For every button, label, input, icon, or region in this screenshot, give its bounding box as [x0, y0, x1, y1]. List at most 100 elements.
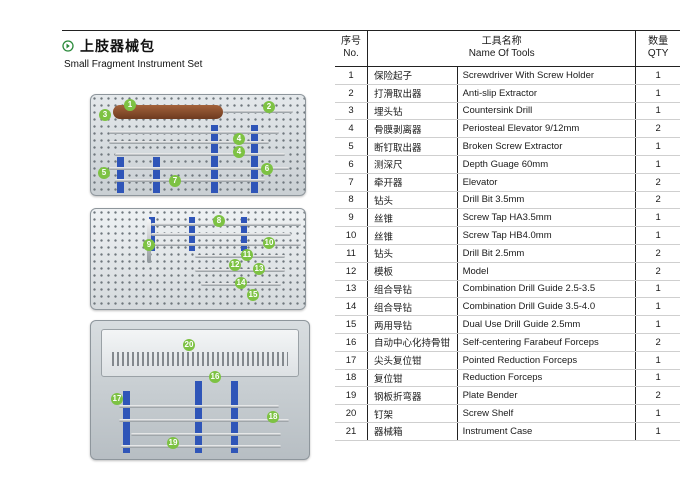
column-header-name: 工具名称 Name Of Tools	[367, 30, 637, 67]
tool-quantity: 2	[635, 173, 680, 192]
tool-quantity: 1	[635, 297, 680, 317]
row-number: 8	[335, 191, 368, 210]
callout-tag: 12	[229, 259, 241, 271]
column-header-no-cn: 序号	[341, 36, 361, 47]
tool-name-cn: 钻头	[367, 244, 458, 263]
tool-name-cn: 牵开器	[367, 173, 458, 192]
tool-name-cn: 丝锥	[367, 208, 458, 228]
tool-name-cn: 钢板折弯器	[367, 386, 458, 406]
tool-name-en: Countersink Drill	[457, 102, 637, 121]
callout-tag: 15	[247, 289, 259, 301]
row-number: 10	[335, 226, 368, 245]
tool-name-cn: 器械箱	[367, 422, 458, 441]
instrument-shaft	[109, 141, 269, 144]
title-block: 上肢器械包 Small Fragment Instrument Set	[62, 36, 332, 70]
instrument-shaft	[151, 223, 301, 226]
tool-name-cn: 尖头复位钳	[367, 351, 458, 370]
tool-quantity: 1	[635, 422, 680, 441]
row-number: 1	[335, 66, 368, 85]
tool-quantity: 1	[635, 137, 680, 156]
tool-quantity: 2	[635, 244, 680, 263]
tool-name-en: Elevator	[457, 173, 637, 192]
tool-name-en: Self-centering Farabeuf Forceps	[457, 333, 637, 352]
callout-tag: 1	[124, 99, 136, 111]
tool-quantity: 2	[635, 262, 680, 281]
callout-tag: 6	[261, 163, 273, 175]
tool-name-cn: 骨膜剥离器	[367, 119, 458, 139]
instrument-shaft	[195, 269, 285, 272]
bullet-arrow-icon	[62, 40, 74, 52]
tool-name-en: Drill Bit 3.5mm	[457, 191, 637, 210]
callout-tag: 4	[233, 133, 245, 145]
tool-quantity: 1	[635, 226, 680, 245]
tool-quantity: 1	[635, 208, 680, 228]
table-header: 序号 No. 工具名称 Name Of Tools 数量 QTY	[335, 30, 680, 67]
row-number: 21	[335, 422, 368, 441]
callout-tag: 14	[235, 277, 247, 289]
callout-tag: 2	[263, 101, 275, 113]
row-number: 17	[335, 351, 368, 370]
instrument-shaft	[195, 255, 285, 258]
callout-tag: 20	[183, 339, 195, 351]
callout-tag: 10	[263, 237, 275, 249]
tool-name-en: Combination Drill Guide 3.5-4.0	[457, 297, 637, 317]
column-header-qty-cn: 数量	[648, 36, 669, 47]
tool-quantity: 1	[635, 280, 680, 299]
tool-quantity: 1	[635, 66, 680, 85]
tray-bracket	[123, 391, 130, 453]
tray-bracket	[117, 157, 124, 193]
instrument-shaft	[151, 243, 301, 246]
tool-quantity: 1	[635, 369, 680, 388]
row-number: 19	[335, 386, 368, 406]
instrument-shaft	[119, 405, 279, 408]
tool-quantity: 2	[635, 119, 680, 139]
tray-bracket	[195, 381, 202, 453]
instrument-shaft	[121, 445, 281, 448]
instrument-tray-bottom: 20 16 17 18 19	[90, 320, 310, 460]
page-title-en: Small Fragment Instrument Set	[64, 59, 203, 70]
tool-quantity: 2	[635, 386, 680, 406]
callout-tag: 11	[241, 249, 253, 261]
callout-tag: 17	[111, 393, 123, 405]
column-header-name-cn: 工具名称	[481, 36, 522, 47]
tray-bracket	[251, 125, 258, 193]
column-header-no: 序号 No.	[335, 30, 368, 67]
callout-tag: 16	[209, 371, 221, 383]
callout-tag: 18	[267, 411, 279, 423]
row-number: 15	[335, 315, 368, 334]
tool-name-en: Depth Guage 60mm	[457, 155, 637, 174]
row-number: 11	[335, 244, 368, 263]
tool-quantity: 2	[635, 333, 680, 352]
screwdriver-handle	[113, 105, 223, 119]
tool-quantity: 1	[635, 404, 680, 423]
row-number: 9	[335, 208, 368, 228]
tool-name-cn: 模板	[367, 262, 458, 281]
callout-tag: 4	[233, 146, 245, 158]
title-row: 上肢器械包	[62, 36, 332, 56]
callout-tag: 8	[213, 215, 225, 227]
tool-name-en: Drill Bit 2.5mm	[457, 244, 637, 263]
row-number: 20	[335, 404, 368, 423]
tool-quantity: 1	[635, 315, 680, 334]
tool-quantity: 1	[635, 155, 680, 174]
callout-tag: 19	[167, 437, 179, 449]
tool-name-en: Reduction Forceps	[457, 369, 637, 388]
tray-bracket	[231, 381, 238, 453]
callout-tag: 13	[253, 263, 265, 275]
tool-name-cn: 保险起子	[367, 66, 458, 85]
callout-tag: 3	[99, 109, 111, 121]
instrument-shaft	[115, 179, 265, 182]
